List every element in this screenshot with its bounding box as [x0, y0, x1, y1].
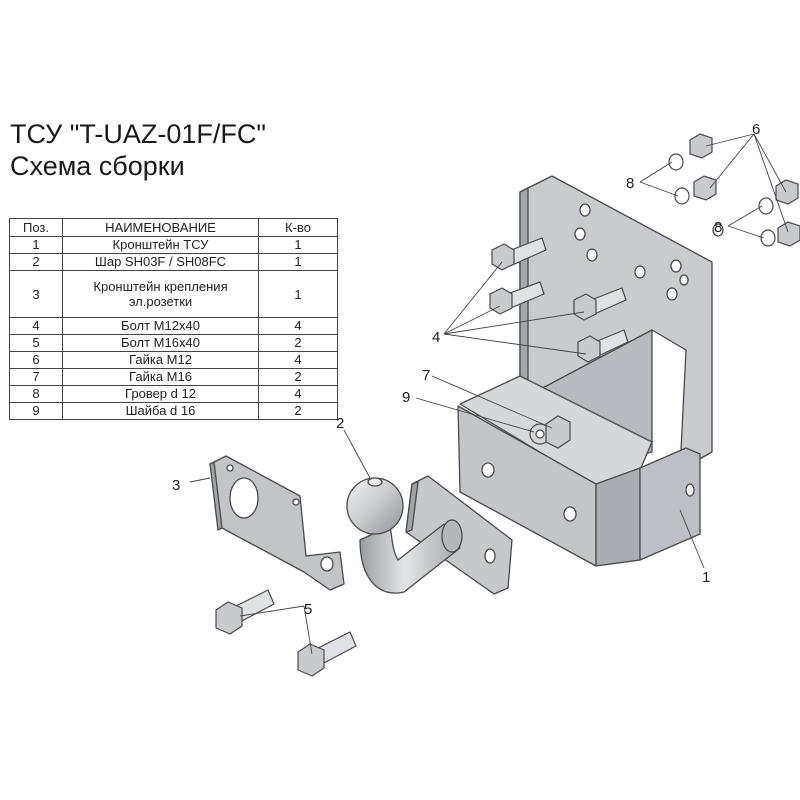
nut-m12: [693, 175, 717, 201]
parts-table: Поз. НАИМЕНОВАНИЕ К-во 1 Кронштейн ТСУ 1…: [9, 218, 338, 420]
table-row: 9 Шайба d 16 2: [9, 402, 338, 420]
hole: [481, 462, 495, 478]
header-pos: Поз.: [9, 218, 63, 237]
bracket-side-face: [639, 447, 701, 561]
tow-ball: [346, 475, 513, 595]
hole: [574, 227, 586, 241]
hole: [679, 274, 689, 286]
nut-m12: [775, 179, 799, 205]
main-bracket: [457, 175, 724, 567]
spring-washer: [668, 153, 684, 171]
callout-6: 6: [752, 121, 760, 138]
hole: [586, 248, 598, 262]
callout-1: 1: [702, 569, 710, 586]
bolt-m12: [489, 281, 545, 315]
cell-name: Гайка М16: [62, 368, 259, 386]
spring-washer: [674, 187, 690, 205]
callouts: 1 2 3 4 5 6 7 8 8 9: [172, 121, 760, 618]
bolt-m12: [573, 287, 627, 321]
bolts-m12: [489, 237, 629, 363]
hole: [634, 265, 646, 279]
callout-9: 9: [402, 389, 410, 406]
bolts-m16: [215, 589, 357, 677]
callout-8-right: 8: [714, 219, 722, 236]
hole: [292, 498, 300, 506]
hole: [226, 464, 234, 472]
callout-3: 3: [172, 477, 180, 494]
bolt-m16: [215, 589, 275, 635]
hole: [563, 506, 577, 522]
table-row: 2 Шар SH03F / SH08FC 1: [9, 253, 338, 271]
ball-neck: [359, 523, 461, 594]
cell-qty: 2: [258, 402, 338, 420]
cell-qty: 4: [258, 385, 338, 403]
table-header-row: Поз. НАИМЕНОВАНИЕ К-во: [9, 218, 338, 237]
spring-washer: [758, 197, 774, 215]
table-row: 7 Гайка М16 2: [9, 368, 338, 386]
bracket-right-face: [595, 467, 641, 567]
table-row: 3 Кронштейн крепления эл.розетки 1: [9, 270, 338, 318]
nut-and-washer-m16: [529, 415, 571, 449]
nut-m12: [777, 221, 800, 247]
hole: [670, 259, 682, 273]
socket-bracket: [209, 455, 345, 591]
hole: [320, 556, 334, 572]
bolt-m12: [491, 237, 547, 271]
bolt-m12: [577, 329, 629, 363]
socket-hole: [229, 477, 259, 519]
nut-m12: [689, 133, 713, 159]
callout-5: 5: [304, 601, 312, 618]
cell-name: Шар SH03F / SH08FC: [62, 253, 259, 271]
leader-lines: [189, 133, 789, 655]
hole: [666, 287, 678, 301]
callout-8-left: 8: [626, 175, 634, 192]
title-subtitle: Схема сборки: [10, 151, 185, 181]
callout-7: 7: [422, 367, 430, 384]
bolt-m16: [297, 631, 357, 677]
cell-qty: 1: [258, 270, 338, 318]
title-product: ТСУ "T-UAZ-01F/FC": [10, 119, 266, 149]
nut-m16: [545, 415, 571, 449]
drawing-title: ТСУ "T-UAZ-01F/FC" Схема сборки: [10, 118, 266, 182]
callout-4: 4: [432, 329, 440, 346]
cell-name: Кронштейн крепления эл.розетки: [62, 270, 259, 318]
hole: [712, 223, 724, 237]
cell-pos: 3: [9, 270, 63, 318]
hole: [579, 203, 591, 217]
hole: [685, 483, 695, 497]
cell-name: Шайба d 16: [62, 402, 259, 420]
spring-washer: [760, 229, 776, 247]
hole: [484, 548, 496, 564]
callout-2: 2: [336, 415, 344, 432]
nuts-and-washers-m12: [668, 133, 800, 247]
